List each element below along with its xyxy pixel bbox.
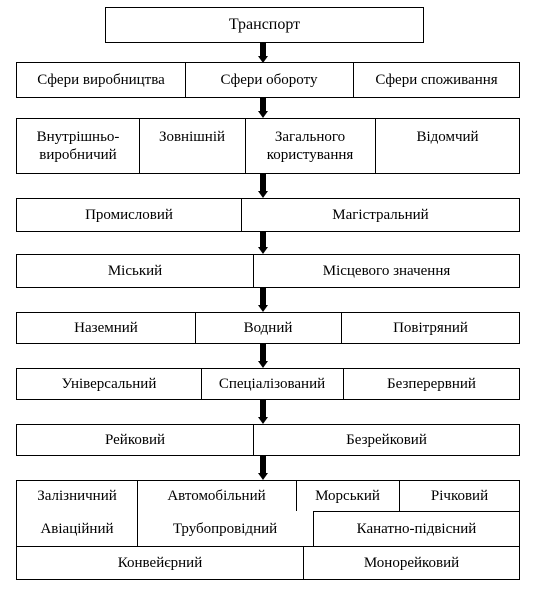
usage-public: Загального користування	[266, 129, 354, 163]
mode-sea: Морський	[315, 488, 380, 504]
mode-railway: Залізничний	[37, 488, 117, 504]
usage-departmental: Відомчий	[416, 129, 479, 145]
area-local: Місцевого значення	[322, 263, 451, 279]
track-rail: Рейковий	[105, 432, 165, 448]
spec-continuous: Безперервний	[387, 376, 476, 392]
medium-air: Повітряний	[393, 320, 468, 336]
sphere-production: Сфери виробництва	[37, 72, 165, 88]
level-medium: Наземний Водний Повітряний	[16, 312, 520, 344]
spec-universal: Універсальний	[61, 376, 157, 392]
purpose-trunk: Магістральний	[332, 207, 429, 223]
root-label: Транспорт	[228, 16, 301, 33]
mode-road: Автомобільний	[167, 488, 266, 504]
arrow-down-icon	[258, 174, 268, 198]
sphere-circulation: Сфери обороту	[220, 72, 318, 88]
usage-external: Зовнішній	[158, 129, 226, 145]
mode-pipeline: Трубопровідний	[172, 520, 278, 537]
usage-internal: Внутрішньо-виробничий	[36, 129, 120, 163]
track-railless: Безрейковий	[346, 432, 427, 448]
spec-specialized: Спеціалізований	[218, 376, 326, 392]
arrow-down-icon	[258, 288, 268, 312]
modes-box: Залізничний Автомобільний Морський Річко…	[16, 480, 520, 580]
level-track: Рейковий Безрейковий	[16, 424, 520, 456]
mode-conveyor: Конвейєрний	[117, 555, 203, 571]
arrow-down-icon	[258, 43, 268, 63]
mode-cableway: Канатно-підвісний	[356, 520, 477, 537]
level-purpose: Промисловий Магістральний	[16, 198, 520, 232]
arrow-down-icon	[258, 344, 268, 368]
root-box: Транспорт	[105, 7, 424, 43]
level-spheres: Сфери виробництва Сфери обороту Сфери сп…	[16, 62, 520, 98]
mode-river: Річковий	[430, 488, 489, 504]
purpose-industrial: Промисловий	[85, 207, 173, 223]
arrow-down-icon	[258, 400, 268, 424]
arrow-down-icon	[258, 98, 268, 118]
medium-water: Водний	[243, 320, 293, 336]
arrow-down-icon	[258, 232, 268, 254]
arrow-down-icon	[258, 456, 268, 480]
medium-land: Наземний	[74, 320, 138, 336]
area-urban: Міський	[107, 263, 163, 279]
level-specialization: Універсальний Спеціалізований Безперервн…	[16, 368, 520, 400]
sphere-consumption: Сфери споживання	[375, 72, 498, 88]
level-area: Міський Місцевого значення	[16, 254, 520, 288]
level-usage: Внутрішньо-виробничий Зовнішній Загально…	[16, 118, 520, 174]
mode-aviation: Авіаційний	[40, 520, 114, 537]
mode-monorail: Монорейковий	[363, 555, 460, 571]
